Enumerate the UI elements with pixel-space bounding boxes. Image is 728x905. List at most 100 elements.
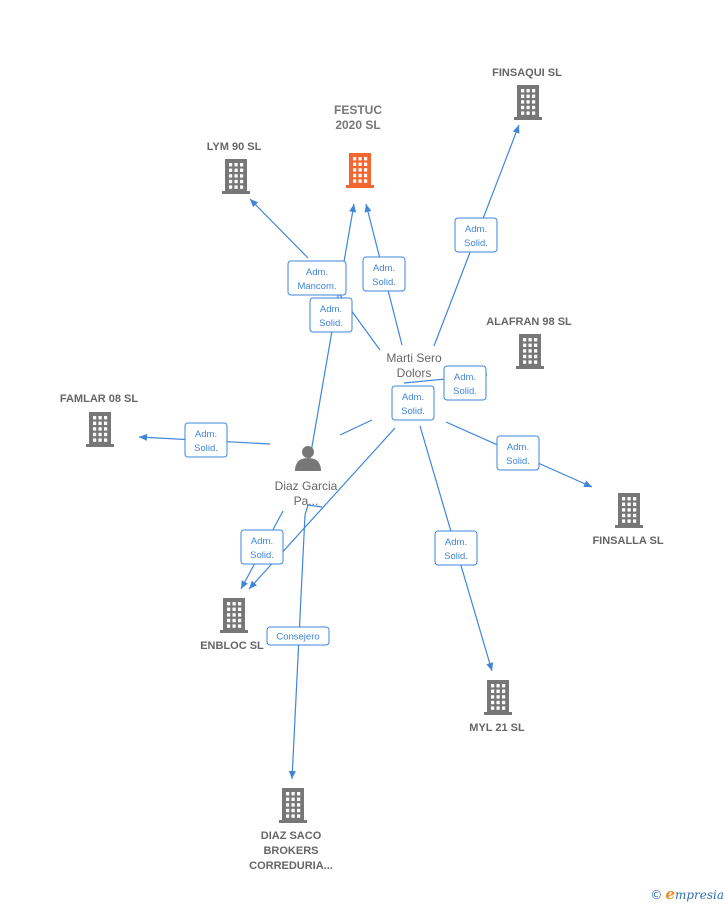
company-label-line: LYM 90 SL [207, 141, 262, 153]
relation-edge [291, 514, 306, 780]
badge-frame [309, 297, 353, 333]
badge-frame [443, 365, 487, 401]
badge-line: Solid. [372, 277, 396, 288]
arrow-head-icon [139, 433, 148, 441]
arrow-head-icon [583, 480, 592, 487]
company-label-line: BROKERS [263, 845, 318, 857]
company-label: ALAFRAN 98 SL [486, 316, 572, 328]
relation-badge[interactable]: Adm. Solid. [443, 365, 487, 401]
badge-text: Adm. Solid. [453, 372, 477, 397]
badge-text: Adm.Solid. [250, 536, 274, 561]
relation-badge[interactable]: Adm.Solid. [434, 530, 478, 566]
relation-badge[interactable]: Adm. Solid. [454, 217, 498, 253]
badge-text: Adm.Solid. [401, 392, 425, 417]
badge-text: Adm.Mancom. [297, 267, 336, 292]
badge-frame [454, 217, 498, 253]
company-node-myl21[interactable]: MYL 21 SL [469, 680, 525, 734]
badge-text: Adm.Solid. [372, 263, 396, 288]
company-label-line: FAMLAR 08 SL [60, 393, 139, 405]
building-icon[interactable] [484, 680, 512, 715]
badge-frame [287, 260, 347, 296]
badge-frame [496, 435, 540, 471]
arrow-head-icon [241, 580, 248, 589]
copyright-symbol: © [650, 888, 663, 902]
arrow-head-icon [486, 662, 494, 671]
badge-line: Adm. [195, 429, 217, 440]
building-icon[interactable] [514, 85, 542, 120]
arrow-head-icon [250, 199, 259, 208]
badge-frame [184, 422, 228, 458]
relation-badge[interactable]: Adm.Solid. [184, 422, 228, 458]
person-icon[interactable] [295, 446, 321, 471]
badge-line: Solid. [401, 406, 425, 417]
company-label: FAMLAR 08 SL [60, 393, 139, 405]
badge-line: Adm. [454, 372, 476, 383]
building-icon[interactable] [279, 788, 307, 823]
badge-line: Solid. [319, 318, 343, 329]
company-label-line: 2020 SL [335, 118, 380, 132]
badge-text: Adm.Solid. [444, 537, 468, 562]
badge-line: Adm. [320, 304, 342, 315]
badge-text: Adm. Solid. [464, 224, 488, 249]
badge-text: Consejero [276, 632, 319, 643]
company-node-alafran[interactable]: ALAFRAN 98 SL [486, 316, 572, 369]
badge-line: Solid. [250, 550, 274, 561]
badge-frame [240, 529, 284, 565]
person-label-line: Dolors [397, 366, 432, 380]
building-icon[interactable] [222, 159, 250, 194]
empresia-logo[interactable]: ©empresia [650, 885, 724, 903]
logo-text: mpresia [674, 888, 724, 902]
company-node-enbloc[interactable]: ENBLOC SL [200, 598, 264, 652]
badges-layer: Adm.Solid.Adm.Mancom.Adm.Solid.Adm.Solid… [184, 217, 540, 646]
logo-letter: e [665, 885, 675, 903]
badge-line: Adm. [465, 224, 487, 235]
arrow-head-icon [512, 125, 520, 134]
badge-text: Adm.Solid. [194, 429, 218, 454]
badge-line: Adm. [306, 267, 328, 278]
badge-frame [434, 530, 478, 566]
company-label: LYM 90 SL [207, 141, 262, 153]
company-label-line: ENBLOC SL [200, 640, 264, 652]
building-icon[interactable] [516, 334, 544, 369]
company-node-finsalla[interactable]: FINSALLA SL [592, 493, 664, 547]
building-icon[interactable] [86, 412, 114, 447]
relation-badge[interactable]: Adm. Solid. [309, 297, 353, 333]
building-icon[interactable] [220, 598, 248, 633]
company-label-line: FINSAQUI SL [492, 67, 562, 79]
company-node-famlar[interactable]: FAMLAR 08 SL [60, 393, 139, 447]
company-node-lym90[interactable]: LYM 90 SL [207, 141, 262, 194]
relation-badge[interactable]: Adm.Solid. [391, 385, 435, 421]
company-label: MYL 21 SL [469, 722, 525, 734]
arrow-head-icon [288, 770, 296, 779]
badge-line: Solid. [464, 238, 488, 249]
person-label-line: Diaz Garcia [275, 479, 338, 493]
relation-badge[interactable]: Consejero [266, 626, 330, 646]
company-node-finsaqui[interactable]: FINSAQUI SL [492, 67, 562, 120]
company-label-line: FINSALLA SL [592, 535, 663, 547]
person-label-line: Marti Sero [386, 351, 442, 365]
arrow-head-icon [249, 580, 257, 589]
company-label-line: FESTUC [334, 103, 382, 117]
connector-stroke [304, 504, 323, 516]
arrow-head-icon [349, 204, 357, 213]
relation-badge[interactable]: Adm.Solid. [362, 256, 406, 292]
building-icon[interactable] [346, 153, 374, 188]
relation-edge [248, 427, 396, 590]
badge-text: Adm.Solid. [506, 442, 530, 467]
badge-line: Solid. [453, 386, 477, 397]
badge-line: Solid. [444, 551, 468, 562]
relation-badge[interactable]: Adm.Solid. [240, 529, 284, 565]
company-label-line: CORREDURIA... [249, 860, 333, 872]
relation-badge[interactable]: Adm.Mancom. [287, 260, 347, 296]
building-icon[interactable] [615, 493, 643, 528]
relation-badge[interactable]: Adm.Solid. [496, 435, 540, 471]
relation-edge [249, 198, 309, 259]
